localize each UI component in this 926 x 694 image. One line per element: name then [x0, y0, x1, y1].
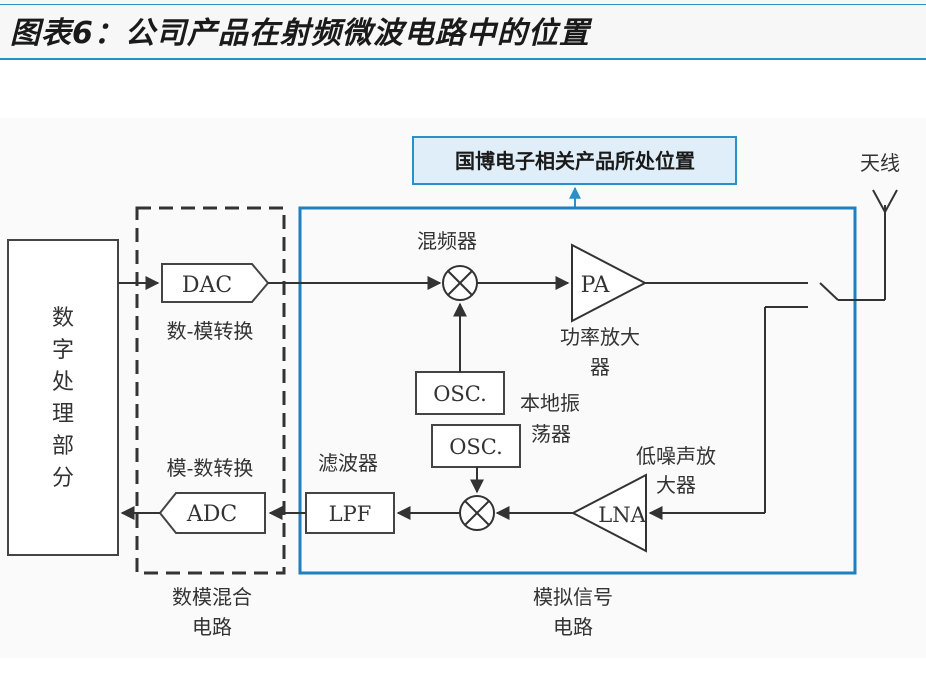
osc-label-2: 荡器: [531, 422, 571, 446]
antenna-arm-left: [872, 189, 886, 213]
adc-label: 模-数转换: [167, 456, 254, 480]
header-bar: 图表6：公司产品在射频微波电路中的位置: [0, 0, 926, 60]
analog-circuit-box: [298, 206, 857, 575]
lpf-text: LPF: [329, 502, 372, 526]
dac-text: DAC: [182, 273, 232, 298]
pa-label-2: 器: [590, 355, 610, 379]
callout-box: [412, 136, 737, 185]
osc-rx-text: OSC.: [449, 435, 503, 459]
header-top-rule: [0, 4, 926, 5]
digital-char-3: 处: [52, 370, 74, 395]
digital-char-6: 分: [52, 466, 74, 491]
osc-tx-block: [415, 371, 505, 415]
digital-processing-block: [7, 239, 119, 556]
digital-char-4: 理: [52, 402, 74, 427]
pa-text: PA: [581, 273, 611, 298]
lna-text: LNA: [598, 503, 646, 527]
osc-label-1: 本地振: [520, 391, 580, 415]
mixed-circuit-label-2: 电路: [192, 615, 232, 639]
digital-char-2: 字: [52, 338, 74, 363]
antenna-label: 天线: [860, 151, 900, 175]
mixer-label: 混频器: [417, 229, 477, 253]
mixed-circuit-label-1: 数模混合: [172, 585, 252, 609]
dac-label: 数-模转换: [167, 319, 254, 343]
dac-block: [161, 263, 270, 303]
adc-text: ADC: [186, 502, 237, 527]
pa-label-1: 功率放大: [560, 325, 640, 349]
osc-tx-text: OSC.: [433, 382, 487, 406]
figure-title: 图表6：公司产品在射频微波电路中的位置: [10, 16, 590, 51]
mixed-circuit-box: [135, 206, 286, 575]
header-bottom-rule: [0, 58, 926, 60]
lpf-block: [305, 492, 395, 534]
mixer-rx-cross-b: [464, 500, 490, 526]
lna-label-1: 低噪声放: [636, 444, 716, 468]
mixer-tx-cross-b: [447, 270, 473, 296]
antenna-arm-right: [884, 189, 898, 213]
adc-block: [158, 492, 266, 534]
analog-circuit-label-2: 电路: [553, 615, 593, 639]
callout-text: 国博电子相关产品所处位置: [455, 149, 695, 173]
lpf-label: 滤波器: [318, 451, 378, 475]
antenna-switch: [819, 282, 839, 301]
lna-block: [570, 473, 647, 553]
pa-block: [571, 243, 648, 323]
lna-label-2: 大器: [656, 473, 696, 497]
digital-char-1: 数: [52, 306, 74, 331]
analog-circuit-label-1: 模拟信号: [533, 585, 613, 609]
digital-char-5: 部: [52, 434, 74, 459]
